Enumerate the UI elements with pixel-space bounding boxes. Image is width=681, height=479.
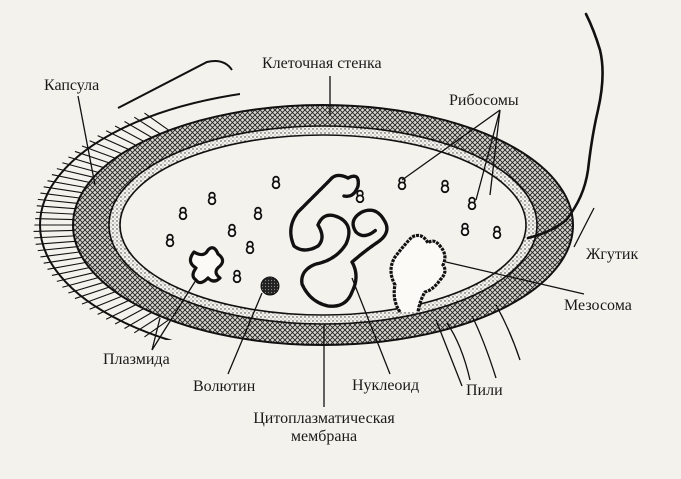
flagellum bbox=[526, 12, 604, 240]
capsule-ray bbox=[40, 251, 80, 258]
label-cytoplasmic-membrane-line2: мембрана bbox=[290, 428, 358, 445]
label-cell-wall: Клеточная стенка bbox=[262, 55, 382, 72]
ribosome bbox=[355, 189, 365, 204]
capsule-ray bbox=[33, 218, 74, 221]
capsule-ray bbox=[33, 229, 74, 232]
ribosome bbox=[253, 206, 263, 221]
capsule-ray bbox=[35, 205, 76, 210]
ribosome bbox=[207, 191, 217, 206]
ribosome bbox=[178, 206, 188, 221]
capsule-ray bbox=[74, 150, 110, 164]
ribosome bbox=[440, 179, 450, 194]
ribosome bbox=[467, 196, 477, 211]
ribosome bbox=[492, 225, 502, 240]
ribosomes bbox=[165, 175, 502, 284]
label-pili: Пили bbox=[466, 382, 503, 399]
capsule-ray bbox=[97, 300, 129, 315]
label-capsule: Капсула bbox=[44, 77, 100, 94]
capsule-ray bbox=[97, 135, 129, 150]
leader-lines bbox=[77, 76, 595, 407]
ribosome bbox=[227, 223, 237, 238]
nucleoid bbox=[289, 173, 389, 308]
capsule-ray bbox=[37, 198, 78, 204]
mesosome bbox=[389, 233, 447, 313]
capsule-ray bbox=[34, 211, 75, 215]
ribosome bbox=[232, 269, 242, 284]
capsule-ray bbox=[47, 261, 86, 270]
pili bbox=[446, 304, 521, 381]
capsule-ray bbox=[89, 295, 122, 310]
capsule-ray bbox=[74, 286, 110, 300]
capsule-ray bbox=[144, 112, 170, 131]
capsule-ray bbox=[124, 121, 153, 138]
capsule-ray bbox=[51, 267, 90, 276]
capsule-ray bbox=[133, 315, 161, 334]
label-mesosome: Мезосома bbox=[564, 297, 632, 314]
label-plasmid: Плазмида bbox=[103, 351, 170, 368]
label-cytoplasmic-membrane: Цитоплазматическая мембрана bbox=[232, 410, 416, 446]
capsule-ray bbox=[81, 291, 116, 305]
capsule-ray bbox=[34, 235, 75, 239]
capsule-ray bbox=[133, 116, 161, 135]
label-cytoplasmic-membrane-line1: Цитоплазматическая bbox=[253, 410, 395, 427]
ribosome bbox=[165, 233, 175, 248]
capsule-ray bbox=[40, 192, 80, 199]
capsule-ray bbox=[68, 156, 104, 169]
capsule-ray bbox=[37, 246, 78, 252]
ribosome bbox=[460, 222, 470, 237]
label-flagellum: Жгутик bbox=[586, 246, 639, 263]
capsule-ray bbox=[89, 140, 122, 155]
label-volutin: Волютин bbox=[193, 378, 256, 395]
plasmid bbox=[188, 246, 225, 285]
capsule-ray bbox=[62, 277, 99, 288]
capsule-ray bbox=[105, 130, 137, 146]
capsule-ray bbox=[144, 319, 170, 338]
capsule-ray bbox=[43, 256, 83, 264]
capsule-ray bbox=[56, 272, 94, 282]
capsule-ray bbox=[114, 125, 145, 142]
label-nucleoid: Нуклеоид bbox=[352, 377, 420, 394]
capsule-ray bbox=[68, 281, 104, 294]
capsule-ray bbox=[105, 304, 137, 320]
capsule-ray bbox=[114, 308, 145, 325]
capsule-ray bbox=[124, 312, 153, 329]
capsule-ray bbox=[35, 240, 76, 245]
capsule-ray bbox=[43, 186, 83, 194]
ribosome bbox=[245, 240, 255, 255]
label-ribosomes: Рибосомы bbox=[449, 92, 519, 109]
volutin-granule bbox=[260, 276, 280, 296]
capsule-ray bbox=[56, 168, 94, 178]
ribosome bbox=[271, 175, 281, 190]
capsule-ray bbox=[51, 174, 90, 183]
capsule-ray bbox=[47, 180, 86, 189]
